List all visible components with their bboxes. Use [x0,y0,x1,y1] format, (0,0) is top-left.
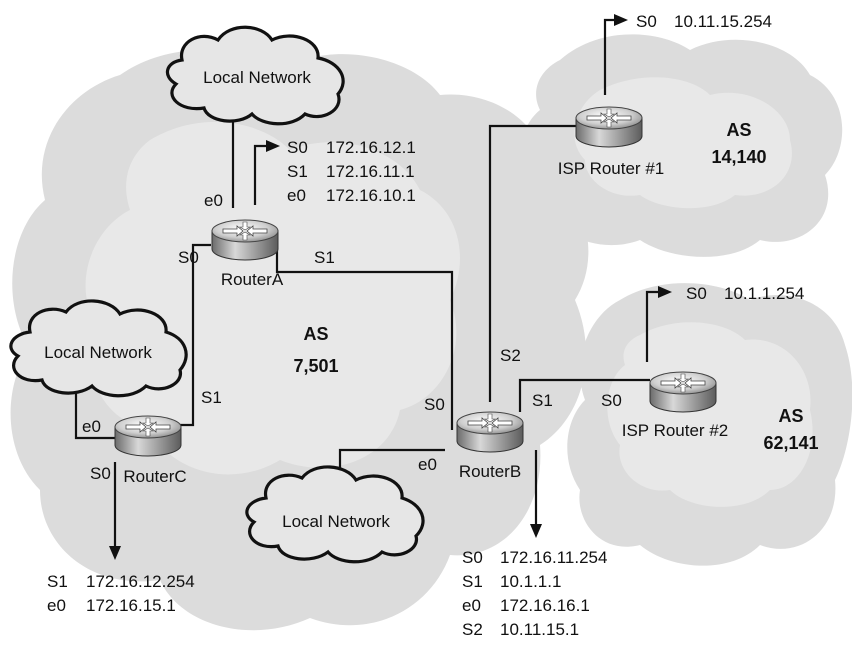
isp-router-2-label: ISP Router #2 [622,421,728,440]
link-isp2-out [645,290,660,362]
router-c-e0-iface: e0 [47,596,66,615]
router-b-label: RouterB [459,462,521,481]
port-a-s1: S1 [314,248,335,267]
as-7501-cloud [10,50,589,631]
link-a-s1-b [275,240,454,430]
router-b-e0-ip: 172.16.16.1 [500,596,590,615]
port-b-s2: S2 [500,346,521,365]
isp1-s0-iface: S0 [636,12,657,31]
link-isp1-out [603,18,616,95]
port-labels: e0 S0 S1 S1 e0 S0 S2 S0 S1 e0 S0 [82,191,622,483]
router-c-addresses: S1 172.16.12.254 e0 172.16.15.1 [47,572,195,615]
arrow-router-a-addr [266,140,280,152]
as-62141-number: 62,141 [763,433,818,453]
port-b-e0: e0 [418,455,437,474]
port-isp2-s0: S0 [601,391,622,410]
isp-router-1-label: ISP Router #1 [558,159,664,178]
as-14140-cloud [520,34,843,257]
local-network-a-label: Local Network [203,68,311,87]
router-b-s1-iface: S1 [462,572,483,591]
local-network-c: Local Network [9,299,188,398]
router-c-s1-ip: 172.16.12.254 [86,572,195,591]
router-a-e0-ip: 172.16.10.1 [326,186,416,205]
as-62141-label: AS 62,141 [763,406,818,453]
local-network-b: Local Network [245,465,425,564]
router-b-s0-iface: S0 [462,548,483,567]
as-62141-title: AS [778,406,803,426]
link-b-s2-isp1 [488,124,576,402]
router-c-e0-ip: 172.16.15.1 [86,596,176,615]
isp1-s0-ip: 10.11.15.254 [674,12,772,31]
as-62141-cloud [567,283,852,566]
router-b-e0-iface: e0 [462,596,481,615]
as-7501-number: 7,501 [293,356,338,376]
arrow-router-b-out [530,524,542,538]
router-b-s0-ip: 172.16.11.254 [500,548,607,567]
router-b-s1-ip: 10.1.1.1 [500,572,561,591]
router-b: RouterB [456,411,524,481]
router-a-label: RouterA [221,270,284,289]
local-network-c-label: Local Network [44,343,152,362]
link-a-addr [253,144,268,205]
port-b-s1: S1 [532,391,553,410]
as-7501-label: AS 7,501 [293,324,338,376]
port-a-e0: e0 [204,191,223,210]
as-7501-title: AS [303,324,328,344]
router-b-s2-ip: 10.11.15.1 [500,620,579,639]
isp2-s0-iface: S0 [686,284,707,303]
arrow-isp2-out [658,286,672,298]
isp2-s0-ip: 10.1.1.254 [724,284,804,303]
router-a-s1-ip: 172.16.11.1 [326,162,415,181]
router-a-e0-iface: e0 [287,186,306,205]
router-c: RouterC [114,415,187,486]
router-a-s0-iface: S0 [287,138,308,157]
isp-router-1: ISP Router #1 [558,106,664,178]
port-c-s0: S0 [90,464,111,483]
arrow-router-c-out [109,546,121,560]
router-a-s1-iface: S1 [287,162,308,181]
port-c-s1: S1 [201,388,222,407]
router-b-s2-iface: S2 [462,620,483,639]
isp-router-2: ISP Router #2 [622,371,728,440]
as-14140-number: 14,140 [711,147,766,167]
router-c-s1-iface: S1 [47,572,68,591]
router-a-addresses: S0 172.16.12.1 S1 172.16.11.1 e0 172.16.… [287,138,416,205]
arrow-isp1-out [614,14,628,26]
isp-router-1-addresses: S0 10.11.15.254 [636,12,772,31]
as-14140-title: AS [726,120,751,140]
router-a-s0-ip: 172.16.12.1 [326,138,416,157]
router-a: RouterA [211,219,284,289]
port-c-e0: e0 [82,417,101,436]
isp-router-2-addresses: S0 10.1.1.254 [686,284,804,303]
router-c-label: RouterC [123,467,186,486]
port-a-s0: S0 [178,248,199,267]
link-b-s1-isp2 [518,378,650,412]
as-14140-label: AS 14,140 [711,120,766,167]
router-b-addresses: S0 172.16.11.254 S1 10.1.1.1 e0 172.16.1… [462,548,607,639]
link-lan-c-router-c [74,378,115,440]
local-network-b-label: Local Network [282,512,390,531]
port-b-s0: S0 [424,395,445,414]
local-network-a: Local Network [165,25,345,126]
